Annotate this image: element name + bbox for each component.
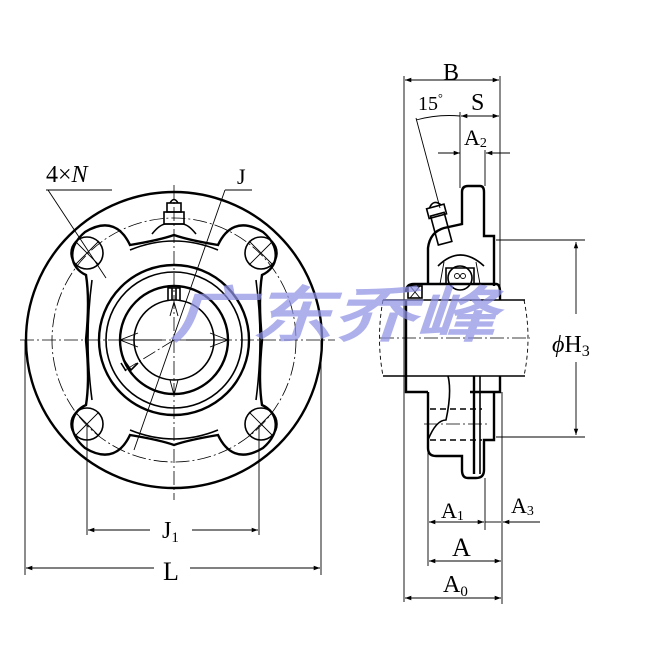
- bolt-hole-bottom-right: [244, 407, 278, 441]
- bearing-outer-ring-inner-edge: [105, 271, 243, 409]
- label-H3: ϕH3: [552, 332, 590, 360]
- label-B: B: [443, 60, 459, 86]
- side-section-view: B 15° S A2 ϕH3 A1 A3 A A0: [379, 60, 590, 604]
- set-screw-top: [167, 287, 181, 300]
- shaft-break-left: [379, 299, 384, 377]
- watermark-text: 广东乔峰: [170, 281, 506, 351]
- label-angle: 15°: [418, 91, 443, 115]
- bolt-circle: [51, 217, 297, 463]
- leader-J: [133, 189, 226, 451]
- angle-arc: [415, 115, 461, 121]
- grease-nipple: [151, 198, 197, 235]
- bolt-hole-top-right: [244, 236, 278, 270]
- inner-ring-outline: [404, 282, 502, 394]
- label-bolt-holes: 4×N: [46, 162, 90, 188]
- shaft-break-right: [523, 299, 529, 377]
- housing-recess-right: [255, 279, 261, 401]
- label-A2: A2: [464, 125, 487, 151]
- label-J1: J1: [162, 518, 179, 546]
- marker-top: [169, 301, 179, 317]
- marker-left: [119, 332, 162, 348]
- marker-right: [186, 332, 229, 348]
- set-screw-axis: [121, 339, 175, 373]
- bolt-hole-top-left: [70, 236, 104, 270]
- label-J: J: [237, 164, 246, 189]
- label-A3: A3: [511, 493, 534, 519]
- housing-recess-bottom: [129, 429, 219, 440]
- housing-recess-top: [129, 240, 219, 251]
- bearing-outer-ring: [97, 263, 251, 417]
- leader-4xN: [47, 189, 107, 279]
- label-A: A: [452, 533, 471, 562]
- angle-leader: [415, 117, 441, 209]
- outer-flange-circle: [24, 190, 324, 490]
- label-L: L: [163, 557, 179, 586]
- side-grease-nipple: [425, 201, 453, 246]
- label-S: S: [471, 90, 484, 116]
- housing-section: [426, 184, 496, 480]
- outer-ring-arc: [437, 254, 485, 267]
- housing-recess-left: [87, 279, 93, 401]
- ball: [447, 265, 473, 291]
- housing-contour-lower: [427, 375, 451, 441]
- label-A1: A1: [441, 498, 464, 524]
- ball-cage: [445, 267, 475, 285]
- side-set-screw: [407, 285, 423, 299]
- front-view: 4×N J J1 L: [20, 162, 335, 586]
- marker-bottom: [169, 379, 179, 396]
- label-A0: A0: [443, 572, 468, 600]
